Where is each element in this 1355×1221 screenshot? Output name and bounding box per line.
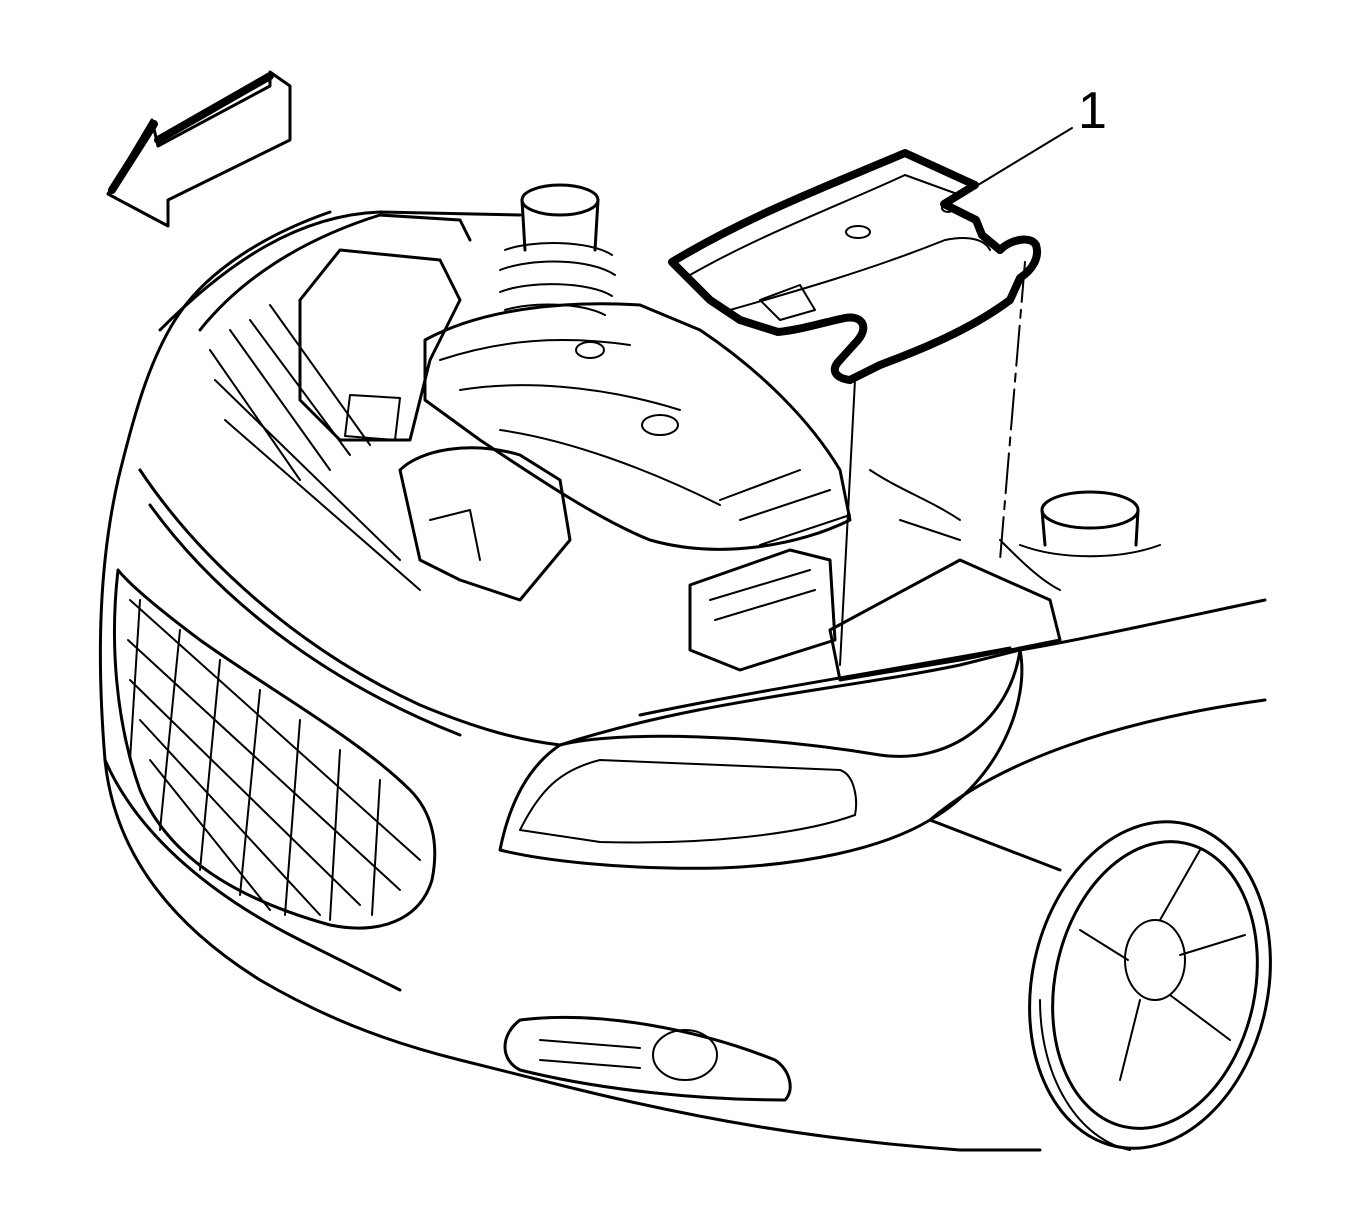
front-grille <box>113 568 437 930</box>
forward-direction-arrow-icon <box>106 70 292 228</box>
car-body <box>98 210 1267 1152</box>
installation-guide-lines <box>839 261 1026 666</box>
callout-1: 1 <box>977 82 1107 186</box>
callout-1-label: 1 <box>1078 82 1107 140</box>
battery-cover-component <box>668 149 1041 384</box>
front-wheel <box>1028 820 1272 1151</box>
engine-compartment <box>198 183 1161 682</box>
